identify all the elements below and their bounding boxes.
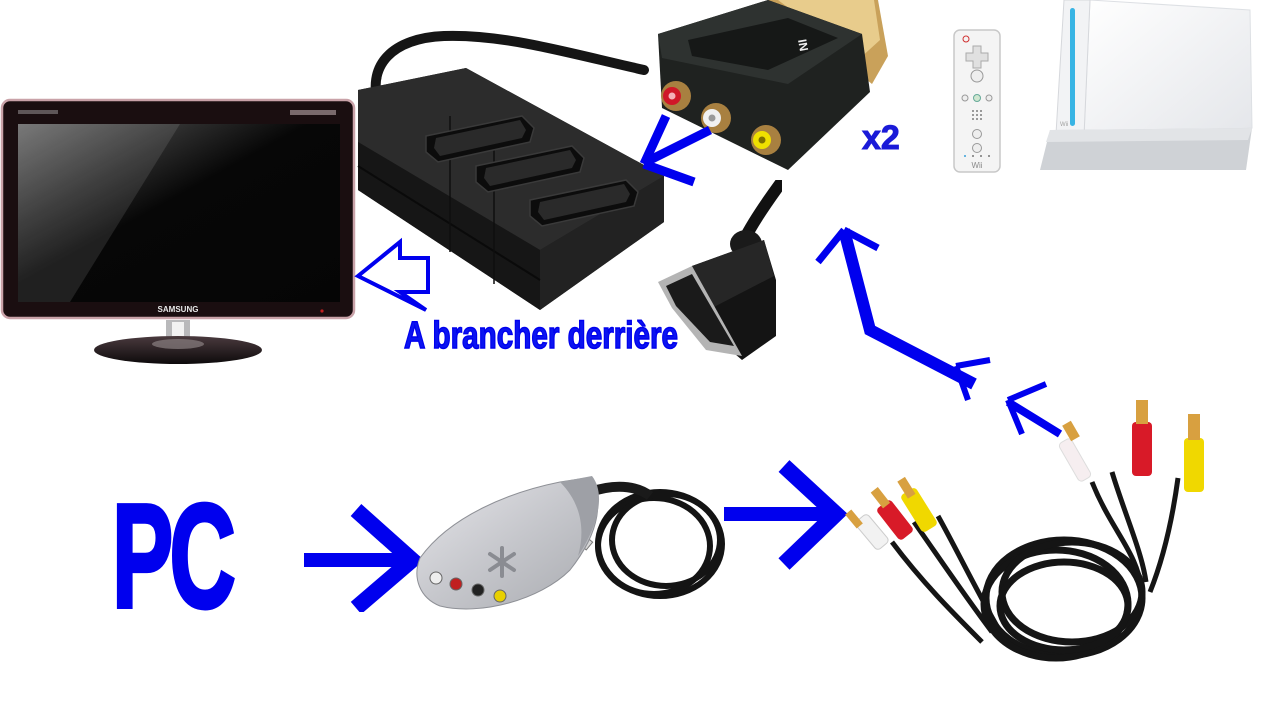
- dpad-icon: [965, 45, 989, 69]
- arrow-rca-to-adapter: [808, 212, 1068, 438]
- instruction-caption: A brancher derrière: [403, 314, 679, 358]
- arrow-capture-to-rca: [720, 460, 850, 570]
- quantity-label: x2: [862, 119, 901, 158]
- scart-port-1: [425, 115, 535, 163]
- rca-plug-red-right: [1132, 400, 1152, 476]
- arrow-path-up-left-icon: [815, 226, 1063, 438]
- samsung-tv: SAMSUNG: [0, 98, 356, 370]
- rca-composite-cable: [842, 392, 1222, 682]
- rca-plug-yellow-right: [1184, 414, 1204, 492]
- arrow-right-icon: [304, 504, 425, 612]
- tv-illustration: SAMSUNG: [0, 98, 356, 364]
- usb-video-capture: [410, 466, 730, 626]
- scart-port-2: [475, 145, 585, 193]
- arrow-down-left-icon: [639, 114, 713, 187]
- arrow-adapter-to-splitter: [636, 110, 716, 188]
- scart-splitter: [354, 24, 674, 314]
- rca-jack-yellow: [751, 125, 781, 155]
- wii-console-logo: Wii: [1060, 122, 1068, 128]
- arrow-right-icon: [724, 460, 848, 570]
- rca-plug-white-left: [845, 509, 889, 550]
- adapter-in-marking: IN: [795, 38, 811, 52]
- scart-rca-adapter: IN: [648, 0, 888, 170]
- rca-plug-red-left: [870, 487, 913, 540]
- tv-brand-logo: SAMSUNG: [158, 305, 199, 314]
- wii-remote-logo: Wii: [971, 161, 982, 170]
- pc-label: PC: [111, 474, 237, 639]
- rca-plug-yellow-left: [897, 476, 937, 532]
- scart-plug: [652, 180, 782, 360]
- scart-port-3: [529, 179, 639, 227]
- wii-remote: Wii: [952, 28, 1004, 174]
- rca-plug-white-right: [1058, 420, 1092, 482]
- rca-jack-red: [661, 81, 691, 111]
- disc-slot-light: [1070, 8, 1075, 126]
- outline-arrow-to-tv: [354, 236, 434, 314]
- arrow-left-outline-icon: [354, 237, 430, 312]
- wii-console: Wii: [1040, 0, 1260, 175]
- logo-asterisk-icon: [488, 546, 516, 578]
- rca-jack-white: [701, 103, 731, 133]
- arrow-pc-to-capture: [300, 504, 426, 612]
